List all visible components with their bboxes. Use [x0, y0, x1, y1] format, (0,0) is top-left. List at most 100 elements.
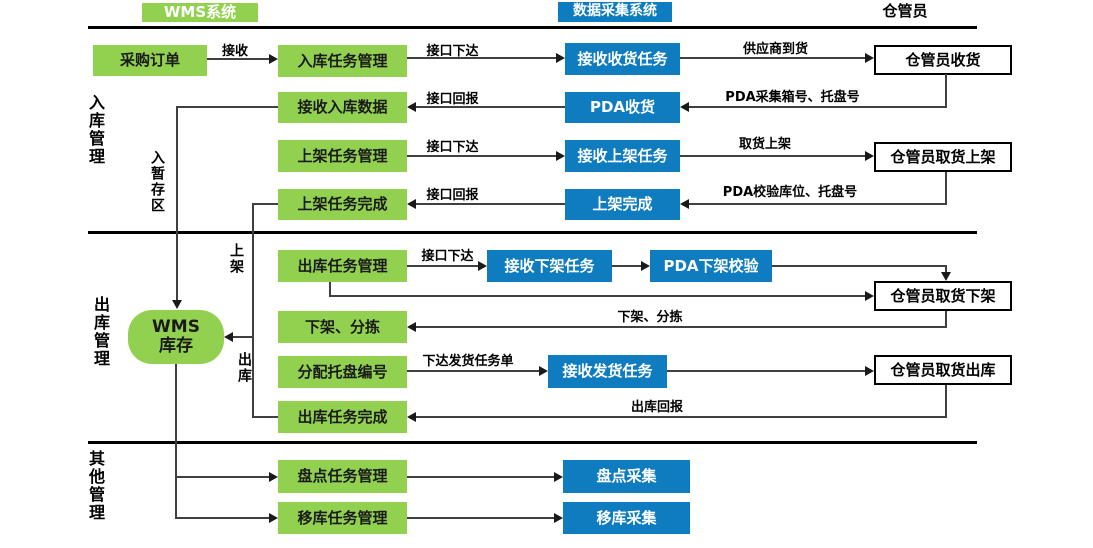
node-receive-ship-task: 接收发货任务 [548, 355, 667, 388]
node-receive-receipt-task: 接收收货任务 [565, 43, 680, 75]
flow-line [945, 74, 947, 108]
node-pda-pick-verify: PDA下架校验 [650, 250, 772, 282]
flow-line [175, 364, 177, 519]
arrowhead-right-icon [269, 472, 278, 482]
divider-inbound-outbound [88, 231, 977, 234]
node-outbound-task-done: 出库任务完成 [278, 401, 407, 433]
arrowhead-right-icon [554, 513, 563, 523]
arrowhead-right-icon [556, 151, 565, 161]
wms-inventory-line1: WMS [152, 317, 200, 338]
node-stocktake-task-mgmt: 盘点任务管理 [278, 460, 407, 493]
arrowhead-right-icon [539, 366, 548, 376]
node-putaway-task-done: 上架任务完成 [278, 189, 407, 220]
node-relocation-collect: 移库采集 [563, 502, 690, 534]
node-receive-inbound-data: 接收入库数据 [278, 92, 407, 123]
flow-line [680, 57, 865, 59]
arrowhead-right-icon [269, 54, 278, 64]
flow-line [407, 370, 539, 372]
arrowhead-left-icon [407, 102, 416, 112]
flow-line [416, 203, 565, 205]
edge-label-pick-sort: 下架、分拣 [617, 310, 683, 325]
arrowhead-right-icon [556, 53, 565, 63]
flow-line [416, 326, 947, 328]
flow-label-putaway: 上架 [228, 243, 244, 275]
flow-line [407, 517, 554, 519]
arrowhead-right-icon [478, 261, 487, 271]
flow-line [232, 336, 254, 338]
flow-line [175, 517, 269, 519]
node-assign-pallet-no: 分配托盘编号 [278, 356, 407, 388]
header-wms-system: WMS系统 [142, 3, 258, 22]
flow-line [416, 416, 947, 418]
flow-line [407, 265, 478, 267]
arrowhead-left-icon [407, 322, 416, 332]
arrowhead-left-icon [407, 412, 416, 422]
edge-label-pda-collect: PDA采集箱号、托盘号 [725, 90, 860, 105]
flow-line [945, 172, 947, 205]
arrowhead-right-icon [554, 472, 563, 482]
arrowhead-left-icon [680, 199, 689, 209]
flow-line [945, 265, 947, 274]
divider-top [88, 26, 977, 29]
section-label-other: 其他管理 [86, 450, 105, 522]
node-putaway-complete: 上架完成 [565, 189, 680, 220]
node-pda-receipt: PDA收货 [565, 92, 680, 123]
arrowhead-right-icon [865, 366, 874, 376]
edge-label-dispatch-ship-order: 下达发货任务单 [422, 354, 514, 369]
flow-line [772, 265, 947, 267]
flow-line [689, 106, 947, 108]
edge-label-pick-and-putaway: 取货上架 [738, 137, 791, 152]
flow-line [329, 282, 331, 297]
flow-label-outbound: 出库 [236, 352, 252, 384]
edge-label-api-report-r2: 接口回报 [426, 92, 479, 107]
node-relocation-task-mgmt: 移库任务管理 [278, 502, 407, 534]
flow-label-staging-area: 入暂存区 [149, 150, 165, 214]
flow-line [680, 155, 865, 157]
node-stocktake-collect: 盘点采集 [563, 460, 690, 493]
edge-label-pda-verify: PDA校验库位、托盘号 [722, 185, 858, 200]
arrowhead-right-icon [865, 151, 874, 161]
node-keeper-receive: 仓管员收货 [874, 45, 1012, 75]
node-inbound-task-mgmt: 入库任务管理 [278, 45, 407, 77]
node-keeper-pick-putaway: 仓管员取货上架 [874, 142, 1012, 172]
arrowhead-right-icon [269, 513, 278, 523]
edge-label-outbound-report: 出库回报 [630, 400, 683, 415]
flow-line [252, 203, 254, 418]
edge-label-api-dispatch-r1: 接口下达 [426, 44, 479, 59]
flow-line [667, 370, 865, 372]
flow-line [407, 155, 556, 157]
section-label-inbound: 入库管理 [86, 94, 105, 166]
flow-line [329, 295, 865, 297]
flow-line [416, 106, 565, 108]
flow-line [945, 385, 947, 417]
arrowhead-left-icon [680, 102, 689, 112]
flow-line [407, 476, 554, 478]
node-outbound-task-mgmt: 出库任务管理 [278, 250, 407, 282]
node-pick-sort: 下架、分拣 [278, 311, 407, 343]
flow-line [176, 106, 278, 108]
header-warehouse-keeper: 仓管员 [882, 1, 928, 20]
divider-outbound-other [88, 441, 977, 444]
node-receive-pick-task: 接收下架任务 [487, 250, 612, 282]
flow-line [175, 476, 269, 478]
node-receive-putaway-task: 接收上架任务 [565, 140, 680, 172]
arrowhead-left-icon [224, 332, 233, 342]
header-data-collection-system: 数据采集系统 [558, 2, 672, 22]
flow-line [176, 106, 178, 300]
flow-line [252, 203, 278, 205]
edge-label-api-dispatch-r5: 接口下达 [421, 249, 474, 264]
flow-line [689, 203, 947, 205]
node-keeper-pick-ship: 仓管员取货出库 [874, 355, 1012, 385]
edge-label-supplier-arrival: 供应商到货 [742, 42, 808, 57]
flow-line [945, 311, 947, 328]
arrowhead-right-icon [865, 291, 874, 301]
arrowhead-right-icon [641, 261, 650, 271]
flow-line [407, 57, 556, 59]
edge-label-api-report-r4: 接口回报 [426, 188, 479, 203]
node-putaway-task-mgmt: 上架任务管理 [278, 140, 407, 172]
flow-line [612, 265, 641, 267]
node-keeper-pick-down: 仓管员取货下架 [874, 281, 1012, 311]
arrowhead-right-icon [865, 53, 874, 63]
edge-label-api-dispatch-r3: 接口下达 [426, 140, 479, 155]
